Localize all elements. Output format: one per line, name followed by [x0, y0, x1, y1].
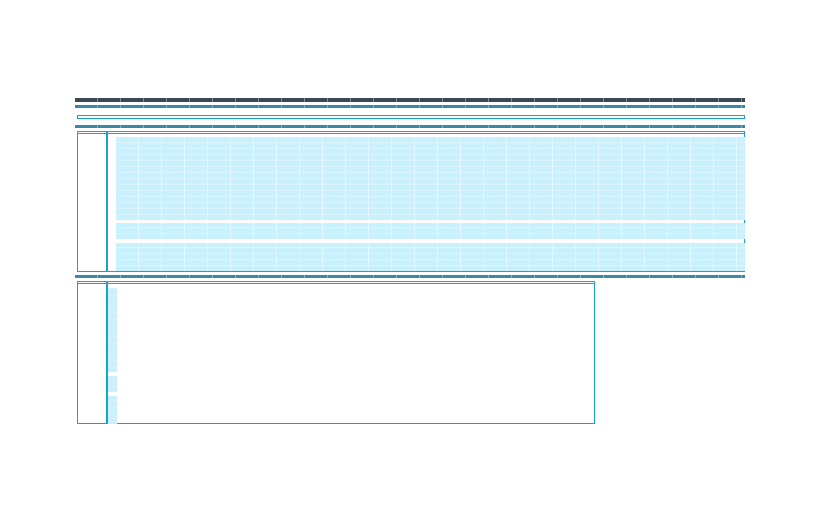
top-header-bar — [75, 98, 745, 102]
filter-strip — [77, 115, 745, 119]
lower-rows-group-3[interactable] — [108, 396, 117, 424]
section-bar-1 — [75, 105, 745, 108]
upper-rows-group-3[interactable] — [116, 243, 745, 271]
lower-rows-group-2[interactable] — [108, 376, 117, 392]
section-bar-2 — [75, 125, 745, 128]
upper-rows-group-1[interactable] — [116, 137, 745, 220]
lower-panel-header-line — [78, 283, 594, 284]
section-bar-3 — [75, 275, 745, 278]
upper-panel-header-line — [78, 133, 744, 134]
upper-rows-group-2[interactable] — [116, 223, 745, 239]
upper-panel-sidebar-divider — [106, 132, 108, 271]
lower-panel — [77, 281, 595, 424]
lower-rows-group-1[interactable] — [108, 288, 117, 372]
upper-panel — [77, 131, 745, 272]
lower-panel-sidebar-divider — [106, 282, 108, 423]
